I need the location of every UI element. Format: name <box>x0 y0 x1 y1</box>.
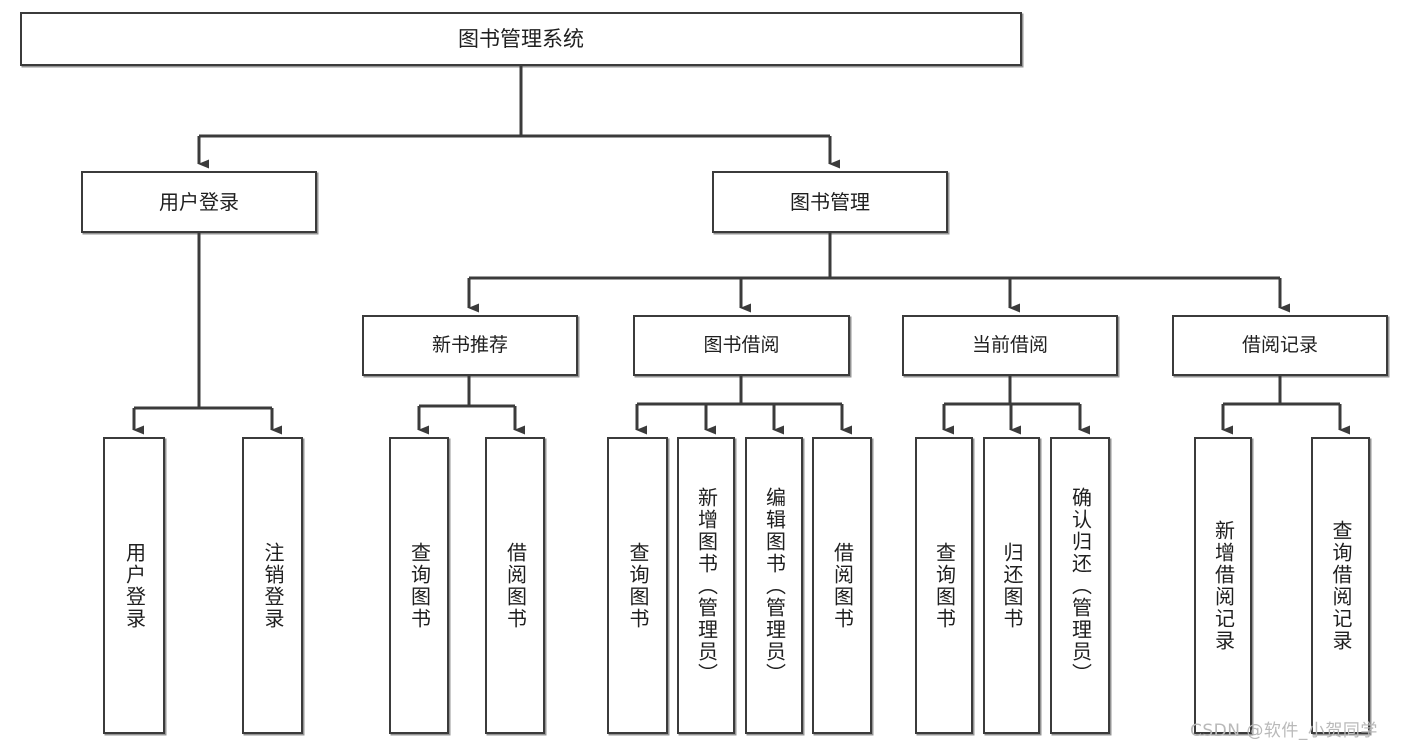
node-leaf-confirm-return[interactable]: 确认归还（管理员） <box>1050 437 1110 734</box>
node-leaf-query-book-borrow[interactable]: 查询图书 <box>607 437 668 734</box>
node-label: 图书管理 <box>790 189 870 214</box>
node-leaf-query-book-recommend[interactable]: 查询图书 <box>389 437 449 734</box>
node-label: 借阅图书 <box>503 541 528 630</box>
node-leaf-edit-book[interactable]: 编辑图书（管理员） <box>745 437 803 734</box>
node-book-borrow[interactable]: 图书借阅 <box>633 315 850 376</box>
node-label: 当前借阅 <box>971 333 1048 356</box>
node-leaf-return-book[interactable]: 归还图书 <box>983 437 1040 734</box>
node-root-system[interactable]: 图书管理系统 <box>20 12 1022 66</box>
node-label: 用户登录 <box>159 189 239 214</box>
node-leaf-query-record[interactable]: 查询借阅记录 <box>1311 437 1370 734</box>
node-label: 新增图书（管理员） <box>694 486 719 685</box>
node-label: 新增借阅记录 <box>1211 519 1236 652</box>
node-current-borrow[interactable]: 当前借阅 <box>902 315 1118 376</box>
node-label: 编辑图书（管理员） <box>762 486 787 685</box>
node-label: 图书借阅 <box>703 333 780 356</box>
node-leaf-query-book-current[interactable]: 查询图书 <box>915 437 973 734</box>
node-user-login[interactable]: 用户登录 <box>81 171 317 233</box>
node-leaf-logout[interactable]: 注销登录 <box>242 437 303 734</box>
node-label: 查询借阅记录 <box>1329 519 1353 652</box>
node-label: 查询图书 <box>407 541 432 630</box>
node-label: 图书管理系统 <box>458 26 584 51</box>
node-label: 用户登录 <box>122 541 147 630</box>
node-borrow-record[interactable]: 借阅记录 <box>1172 315 1388 376</box>
node-book-manage[interactable]: 图书管理 <box>712 171 948 233</box>
node-leaf-user-login[interactable]: 用户登录 <box>103 437 165 734</box>
node-leaf-borrow-book-recommend[interactable]: 借阅图书 <box>485 437 545 734</box>
node-new-book-recommend[interactable]: 新书推荐 <box>362 315 578 376</box>
node-leaf-add-book[interactable]: 新增图书（管理员） <box>677 437 735 734</box>
node-label: 确认归还（管理员） <box>1068 486 1093 685</box>
node-leaf-borrow-book[interactable]: 借阅图书 <box>812 437 872 734</box>
node-label: 新书推荐 <box>431 333 508 356</box>
node-label: 查询图书 <box>626 541 650 630</box>
node-leaf-add-record[interactable]: 新增借阅记录 <box>1194 437 1252 734</box>
node-label: 注销登录 <box>261 541 285 630</box>
node-label: 查询图书 <box>932 541 957 630</box>
node-label: 借阅图书 <box>830 541 855 630</box>
watermark-text: CSDN @软件_小贺同学 <box>1190 721 1378 741</box>
node-label: 借阅记录 <box>1241 333 1318 356</box>
node-label: 归还图书 <box>1000 541 1024 630</box>
